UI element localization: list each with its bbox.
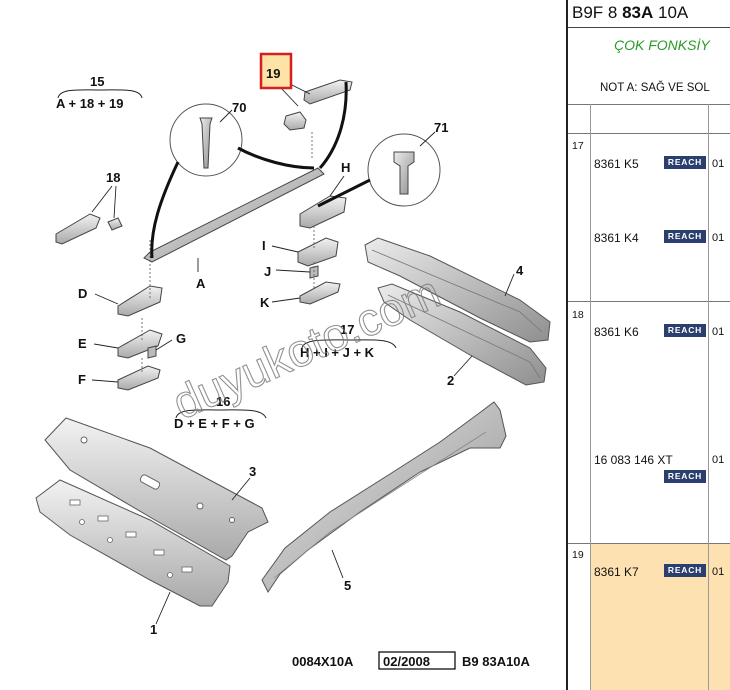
part-2-drawing: [377, 283, 547, 386]
part-label-70: 70: [232, 100, 246, 115]
reach-badge: REACH: [664, 564, 706, 577]
part-label-16: 16: [216, 394, 230, 409]
ref-bold: 83A: [622, 3, 654, 22]
exploded-view-drawing: 15 A + 18 + 19 19 70 71 18 A H I J K D E…: [35, 52, 551, 670]
part-label-15: 15: [90, 74, 104, 89]
parts-list-panel: B9F 8 83A 10A ÇOK FONKSİY NOT A: SAĞ VE …: [566, 0, 730, 690]
part-label-E: E: [78, 336, 87, 351]
section-description: ÇOK FONKSİY: [614, 37, 710, 53]
part-H-drawing: [299, 195, 347, 229]
row-number-19: 19: [572, 549, 584, 561]
parts-diagram: 15 A + 18 + 19 19 70 71 18 A H I J K D E…: [35, 52, 551, 670]
watermark-text: duyukoto.com: [165, 265, 448, 429]
drawing-section: B9 83A10A: [462, 654, 531, 669]
part-label-4: 4: [516, 263, 524, 278]
highlight-box-19: [259, 52, 293, 90]
highlighted-row-bg: [590, 543, 730, 690]
part-I-drawing: [297, 237, 339, 267]
part-label-3: 3: [249, 464, 256, 479]
section-reference: B9F 8 83A 10A: [572, 3, 688, 23]
reach-badge: REACH: [664, 470, 706, 483]
part-F-drawing: [117, 365, 161, 391]
part-number[interactable]: 8361 K4: [594, 231, 639, 245]
drawing-code: 0084X10A: [292, 654, 354, 669]
section-note: NOT A: SAĞ VE SOL: [600, 82, 710, 94]
part-19-clip-drawing: [283, 111, 307, 131]
part-label-D: D: [78, 286, 87, 301]
part-number[interactable]: 8361 K6: [594, 325, 639, 339]
quantity: 01: [712, 232, 725, 244]
part-number[interactable]: 8361 K5: [594, 157, 639, 171]
part-label-19[interactable]: 19: [266, 66, 280, 81]
quantity: 01: [712, 326, 725, 338]
group-label-15: A + 18 + 19: [56, 96, 123, 111]
part-label-G: G: [176, 331, 186, 346]
part-A-drawing: [143, 167, 325, 263]
part-19-cover-drawing: [303, 79, 353, 105]
part-label-I: I: [262, 238, 266, 253]
header-divider: [568, 27, 730, 28]
reach-badge: REACH: [664, 324, 706, 337]
date-box: [378, 651, 456, 670]
part-label-F: F: [78, 372, 86, 387]
row-number-18: 18: [572, 309, 584, 321]
part-4-drawing: [364, 237, 551, 343]
part-label-K: K: [260, 295, 270, 310]
reach-badge: REACH: [664, 230, 706, 243]
group-label-17: H + I + J + K: [300, 345, 375, 360]
part-1-drawing: [35, 479, 231, 607]
table-header-bottom: [568, 133, 730, 134]
row-separator-18: [568, 301, 730, 302]
reach-badge: REACH: [664, 156, 706, 169]
part-label-17: 17: [340, 322, 354, 337]
part-E-drawing: [117, 329, 163, 359]
quantity: 01: [712, 454, 725, 466]
row-separator-19: [568, 543, 730, 544]
quantity: 01: [712, 566, 725, 578]
part-label-2: 2: [447, 373, 454, 388]
part-number[interactable]: 8361 K7: [594, 565, 639, 579]
ref-suffix: 10A: [658, 3, 689, 22]
group-label-16: D + E + F + G: [174, 416, 255, 431]
part-label-71: 71: [434, 120, 448, 135]
ref-prefix: B9F 8: [572, 3, 618, 22]
table-header-top: [568, 104, 730, 105]
drawing-date: 02/2008: [383, 654, 430, 669]
part-label-J: J: [264, 264, 271, 279]
part-label-1: 1: [150, 622, 157, 637]
part-label-5: 5: [344, 578, 351, 593]
column-divider-1: [590, 104, 591, 690]
part-D-drawing: [117, 285, 163, 317]
part-number[interactable]: 16 083 146 XT: [594, 453, 673, 467]
column-divider-2: [708, 104, 709, 690]
part-label-18: 18: [106, 170, 120, 185]
part-18-drawing: [55, 213, 101, 245]
part-G-drawing: [147, 345, 157, 359]
part-label-H: H: [341, 160, 350, 175]
part-label-A: A: [196, 276, 206, 291]
row-number-17: 17: [572, 140, 584, 152]
quantity: 01: [712, 158, 725, 170]
part-K-drawing: [299, 281, 341, 305]
